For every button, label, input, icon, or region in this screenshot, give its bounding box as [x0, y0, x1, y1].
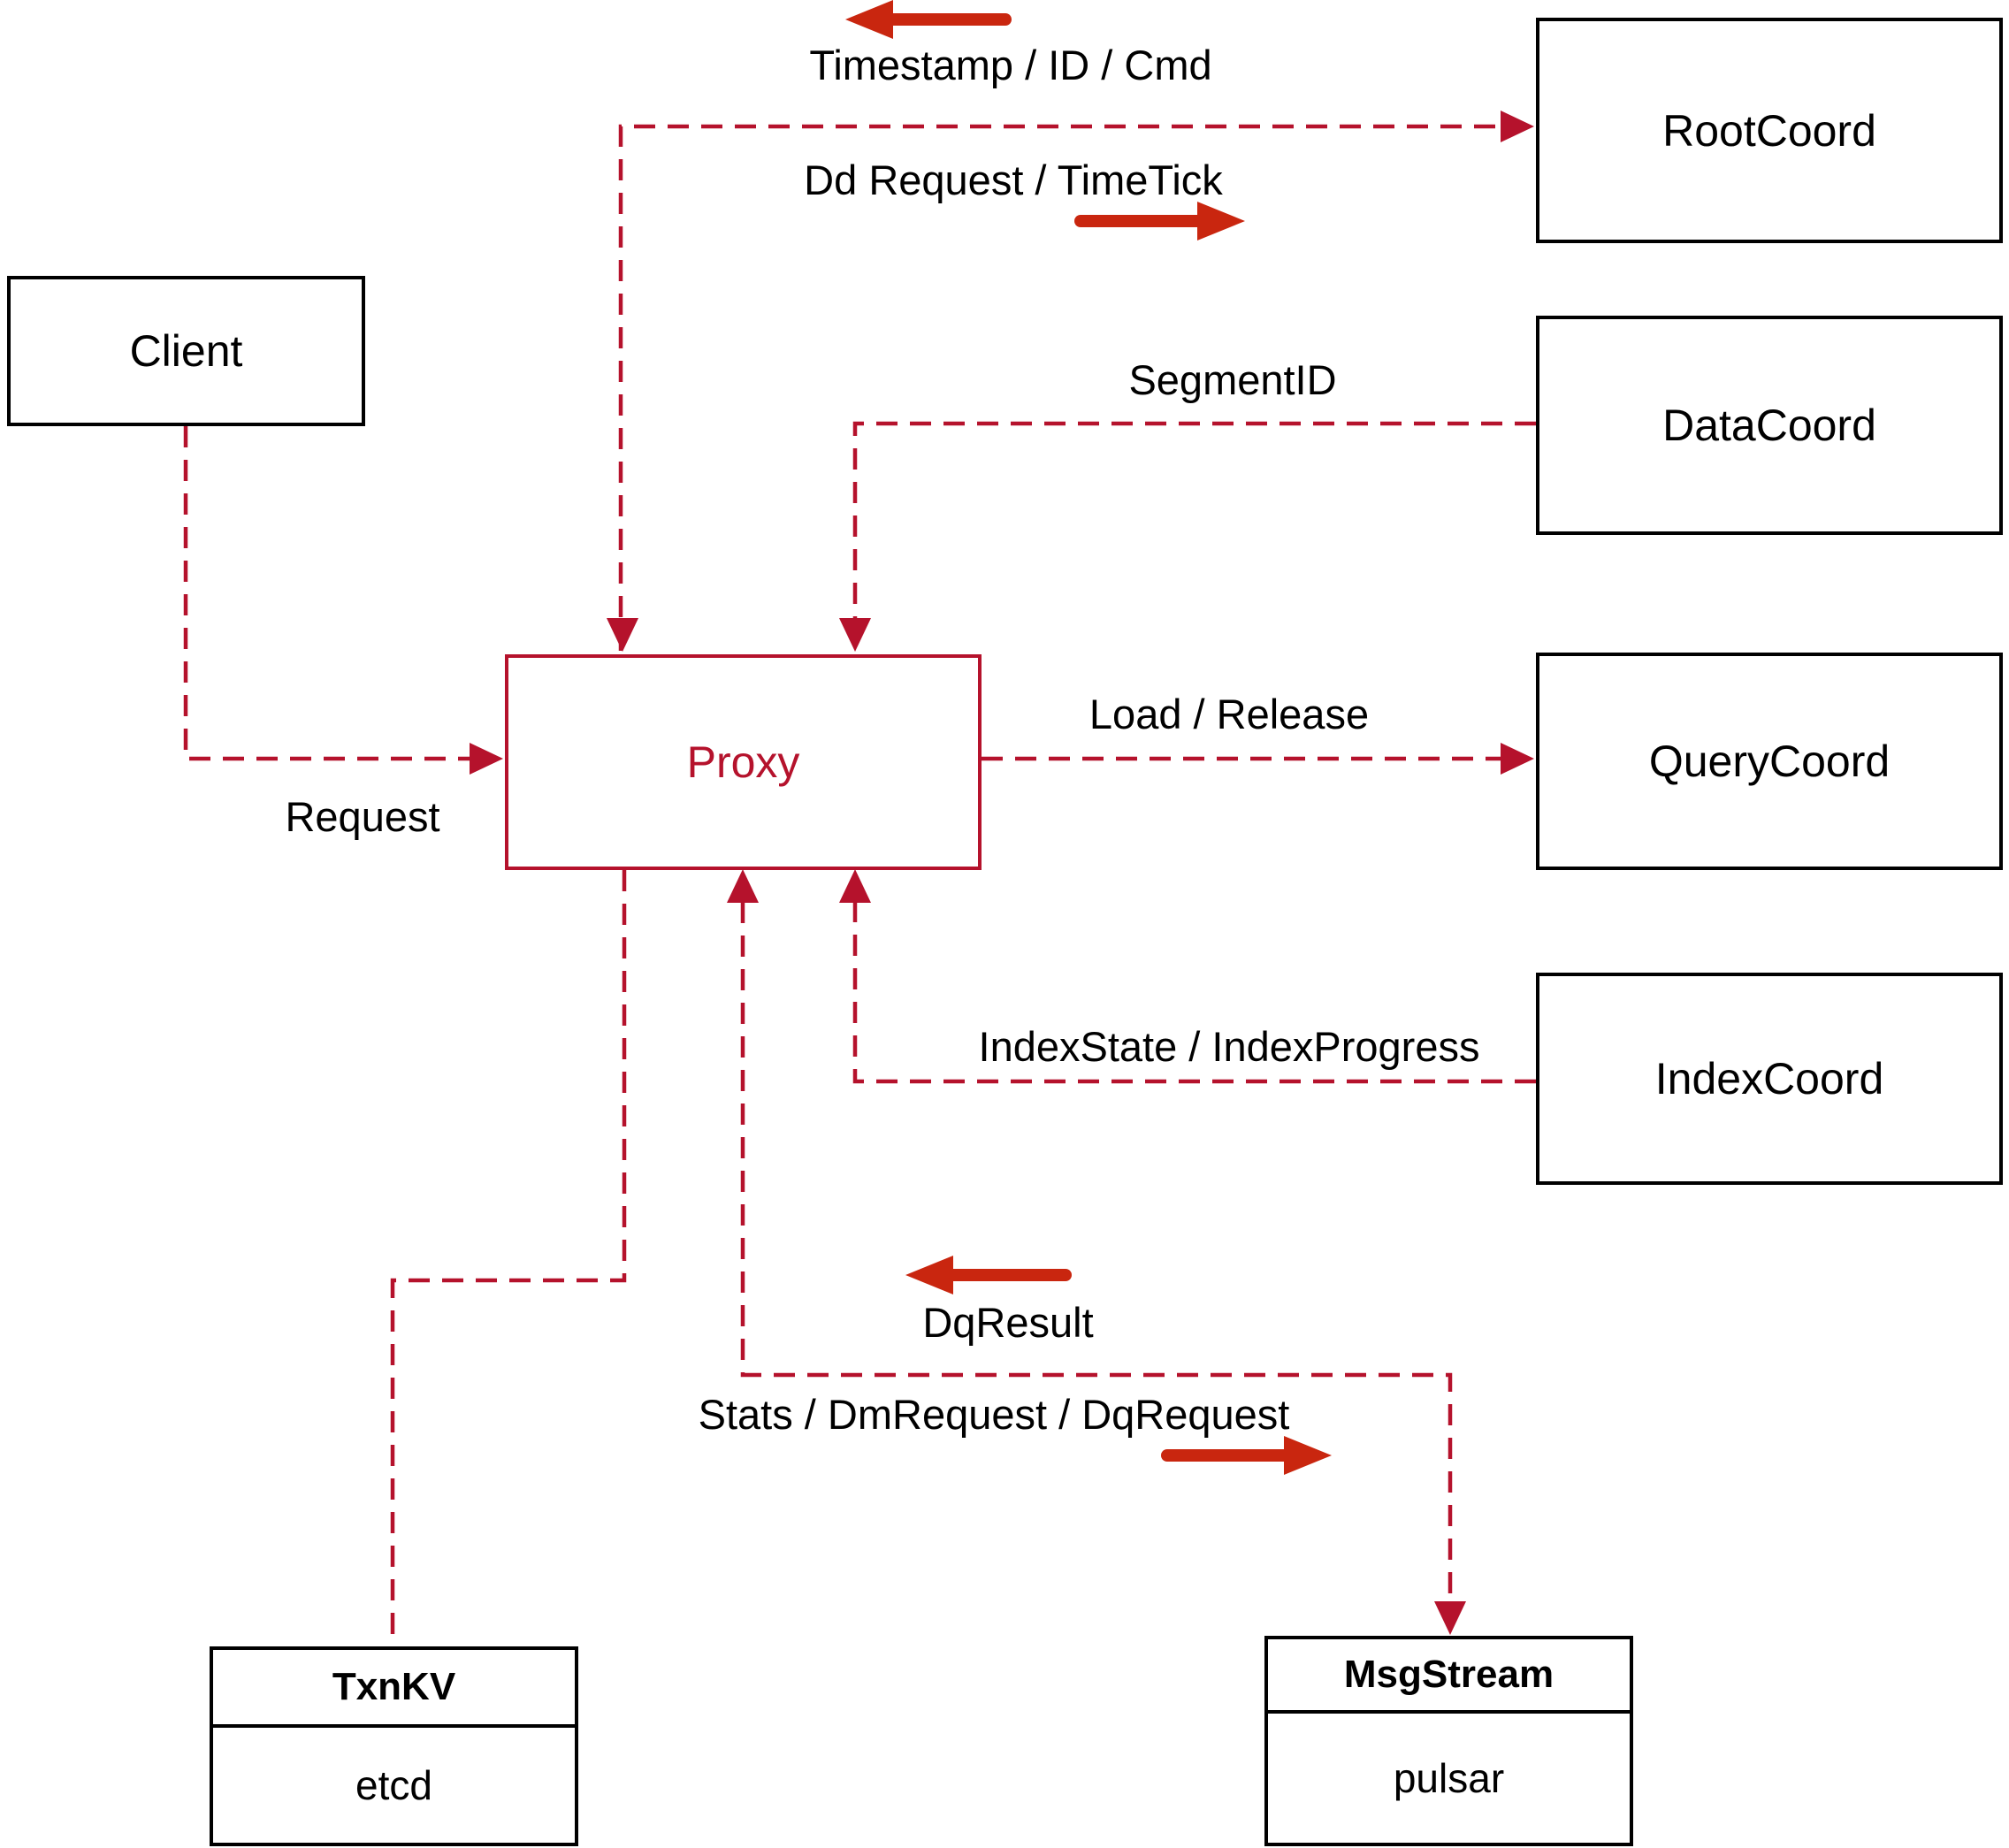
node-querycoord: QueryCoord	[1536, 653, 2003, 870]
arrow-right-ddrequest-head-icon	[1197, 202, 1245, 241]
edge-label-segment-id: SegmentID	[1128, 356, 1337, 403]
node-rootcoord-label: RootCoord	[1662, 105, 1876, 156]
arrowhead-into-proxy-left-icon	[470, 743, 503, 775]
arrowhead-into-proxy-bottom-left-icon	[727, 869, 759, 903]
node-msgstream-subtitle: pulsar	[1393, 1755, 1505, 1801]
arrowhead-into-proxy-top-right-icon	[839, 618, 871, 652]
edge-label-dd-request-timetick: Dd Request / TimeTick	[804, 157, 1223, 203]
edge-proxy-txnkv	[390, 870, 627, 1645]
node-proxy-label: Proxy	[686, 737, 800, 787]
node-txnkv: TxnKV etcd	[210, 1646, 578, 1846]
edge-proxy-rootcoord	[618, 124, 1500, 651]
edge-label-stats-dm-dq: Stats / DmRequest / DqRequest	[698, 1391, 1290, 1438]
node-proxy: Proxy	[505, 654, 982, 870]
edge-proxy-msgstream	[740, 902, 1453, 1602]
edge-client-proxy	[183, 426, 470, 761]
edge-label-dq-result: DqResult	[922, 1299, 1094, 1346]
node-txnkv-subtitle: etcd	[355, 1762, 432, 1808]
arrow-right-stats-head-icon	[1284, 1436, 1332, 1475]
node-indexcoord: IndexCoord	[1536, 973, 2003, 1185]
arrowhead-into-proxy-top-left-icon	[607, 618, 638, 652]
node-indexcoord-label: IndexCoord	[1654, 1054, 1884, 1103]
node-datacoord-label: DataCoord	[1662, 401, 1876, 450]
node-msgstream: MsgStream pulsar	[1264, 1636, 1633, 1846]
node-client: Client	[7, 276, 365, 426]
edge-label-timestamp-id-cmd: Timestamp / ID / Cmd	[809, 42, 1212, 88]
edge-label-request: Request	[285, 793, 440, 840]
arrow-left-timestamp-head-icon	[845, 0, 893, 39]
arrowhead-into-msgstream-icon	[1434, 1601, 1466, 1635]
node-txnkv-title: TxnKV	[213, 1650, 575, 1728]
arrowhead-into-rootcoord-icon	[1501, 111, 1534, 142]
node-client-label: Client	[129, 326, 243, 376]
node-rootcoord: RootCoord	[1536, 18, 2003, 243]
node-datacoord: DataCoord	[1536, 316, 2003, 535]
edge-datacoord-proxy	[852, 421, 1536, 619]
edge-label-load-release: Load / Release	[1089, 691, 1370, 737]
edge-indexcoord-proxy	[852, 902, 1536, 1084]
node-querycoord-label: QueryCoord	[1648, 737, 1891, 786]
arrowhead-into-proxy-bottom-right-icon	[839, 869, 871, 903]
arrowhead-into-querycoord-icon	[1501, 743, 1534, 775]
edge-label-index-state: IndexState / IndexProgress	[978, 1023, 1480, 1070]
node-msgstream-title: MsgStream	[1268, 1639, 1630, 1714]
arrow-left-dqresult-head-icon	[905, 1256, 953, 1294]
